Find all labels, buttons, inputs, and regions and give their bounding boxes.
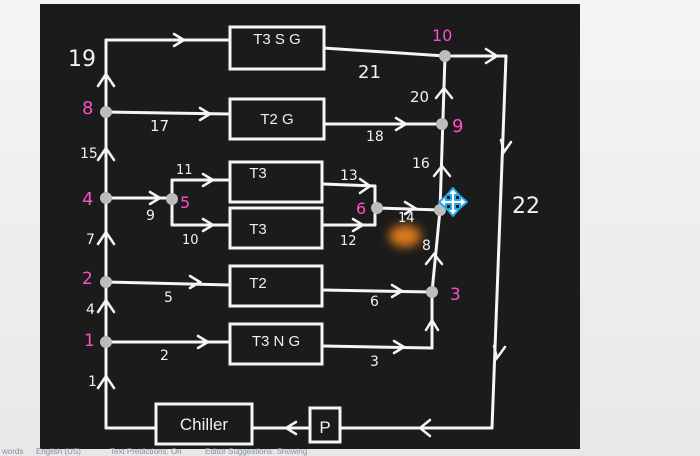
num-19: 19 <box>68 47 96 72</box>
num-3-pink: 3 <box>450 285 461 305</box>
num-1-white: 1 <box>88 374 97 390</box>
num-5-pink: 5 <box>180 193 190 212</box>
label-t2g: T2 G <box>260 111 293 128</box>
junction-dots <box>100 50 451 348</box>
num-11: 11 <box>176 163 193 178</box>
status-predictions[interactable]: Text Predictions: On <box>110 447 182 456</box>
box-t3ng <box>228 322 324 366</box>
box-t3-lower <box>228 206 324 250</box>
num-9-pink: 9 <box>452 116 463 137</box>
num-17: 17 <box>150 117 169 135</box>
status-language[interactable]: English (US) <box>36 447 81 456</box>
num-2-pink: 2 <box>82 269 93 289</box>
label-t3sg: T3 S G <box>253 31 301 48</box>
status-editor[interactable]: Editor Suggestions: Showing <box>205 447 308 456</box>
num-7: 7 <box>86 232 95 248</box>
label-pump: P <box>319 418 330 437</box>
num-14: 14 <box>398 211 415 226</box>
num-21: 21 <box>358 62 381 83</box>
num-4-pink: 4 <box>82 189 93 210</box>
box-chiller <box>154 402 254 446</box>
num-2-white: 2 <box>160 348 169 364</box>
flow-arrows <box>96 32 513 438</box>
num-20: 20 <box>410 88 429 106</box>
num-5-white: 5 <box>164 290 173 306</box>
num-6-pink: 6 <box>356 199 366 218</box>
num-8-white: 8 <box>422 238 431 254</box>
box-t3-upper <box>228 160 324 204</box>
label-chiller: Chiller <box>180 415 229 434</box>
status-bar: words English (US) Text Predictions: On … <box>0 447 700 456</box>
num-22: 22 <box>512 194 540 219</box>
num-8-pink: 8 <box>82 98 93 119</box>
highlight-smudge <box>389 225 421 247</box>
status-words: words <box>2 447 24 456</box>
component-boxes <box>154 25 342 446</box>
num-15: 15 <box>80 146 98 162</box>
pipe-lines <box>104 38 508 430</box>
label-t3-lower: T3 <box>249 221 267 238</box>
box-pump <box>308 406 342 444</box>
num-16: 16 <box>412 156 430 172</box>
num-12: 12 <box>340 234 357 249</box>
box-t2 <box>228 264 324 308</box>
box-t2g <box>228 97 326 141</box>
label-t3-upper: T3 <box>249 165 267 182</box>
num-10-white: 10 <box>182 233 199 248</box>
num-13: 13 <box>340 168 358 184</box>
num-1-pink: 1 <box>84 331 95 351</box>
num-6-white: 6 <box>370 294 379 310</box>
num-10-pink: 10 <box>432 26 452 45</box>
label-t3ng: T3 N G <box>252 333 300 350</box>
label-t2: T2 <box>249 275 267 292</box>
box-t3sg <box>228 25 326 71</box>
num-4-white: 4 <box>86 302 95 318</box>
num-3-white: 3 <box>370 354 379 370</box>
num-18: 18 <box>366 129 384 145</box>
move-cursor-icon[interactable] <box>438 187 468 217</box>
num-9-white: 9 <box>146 208 155 224</box>
